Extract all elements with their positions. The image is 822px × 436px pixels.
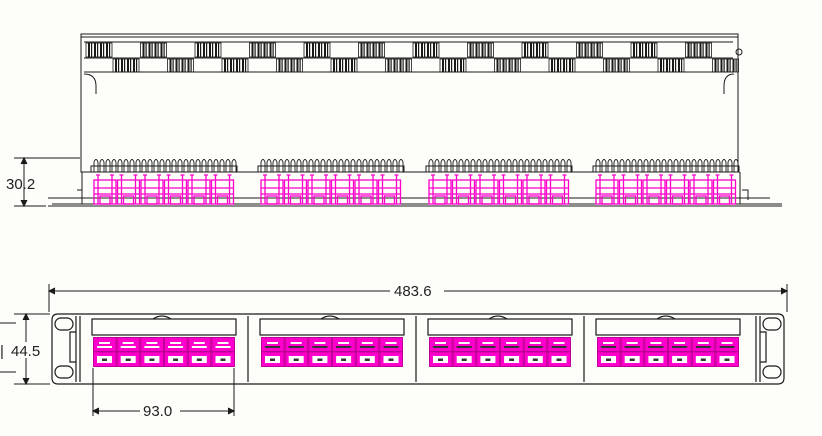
punchdown-combs	[90, 159, 740, 173]
height-label: 44.5	[11, 343, 40, 360]
cut-mark: |	[0, 343, 4, 360]
top-view-jacks	[93, 174, 737, 205]
rear-idc-blocks	[85, 42, 739, 73]
front-view	[51, 313, 785, 385]
group-width-label: 93.0	[143, 403, 172, 420]
front-dimensions	[0, 284, 789, 416]
front-view-jacks	[93, 337, 739, 367]
overall-width-label: 483.6	[394, 283, 432, 300]
depth-dimension-label: 30.2	[6, 176, 35, 193]
